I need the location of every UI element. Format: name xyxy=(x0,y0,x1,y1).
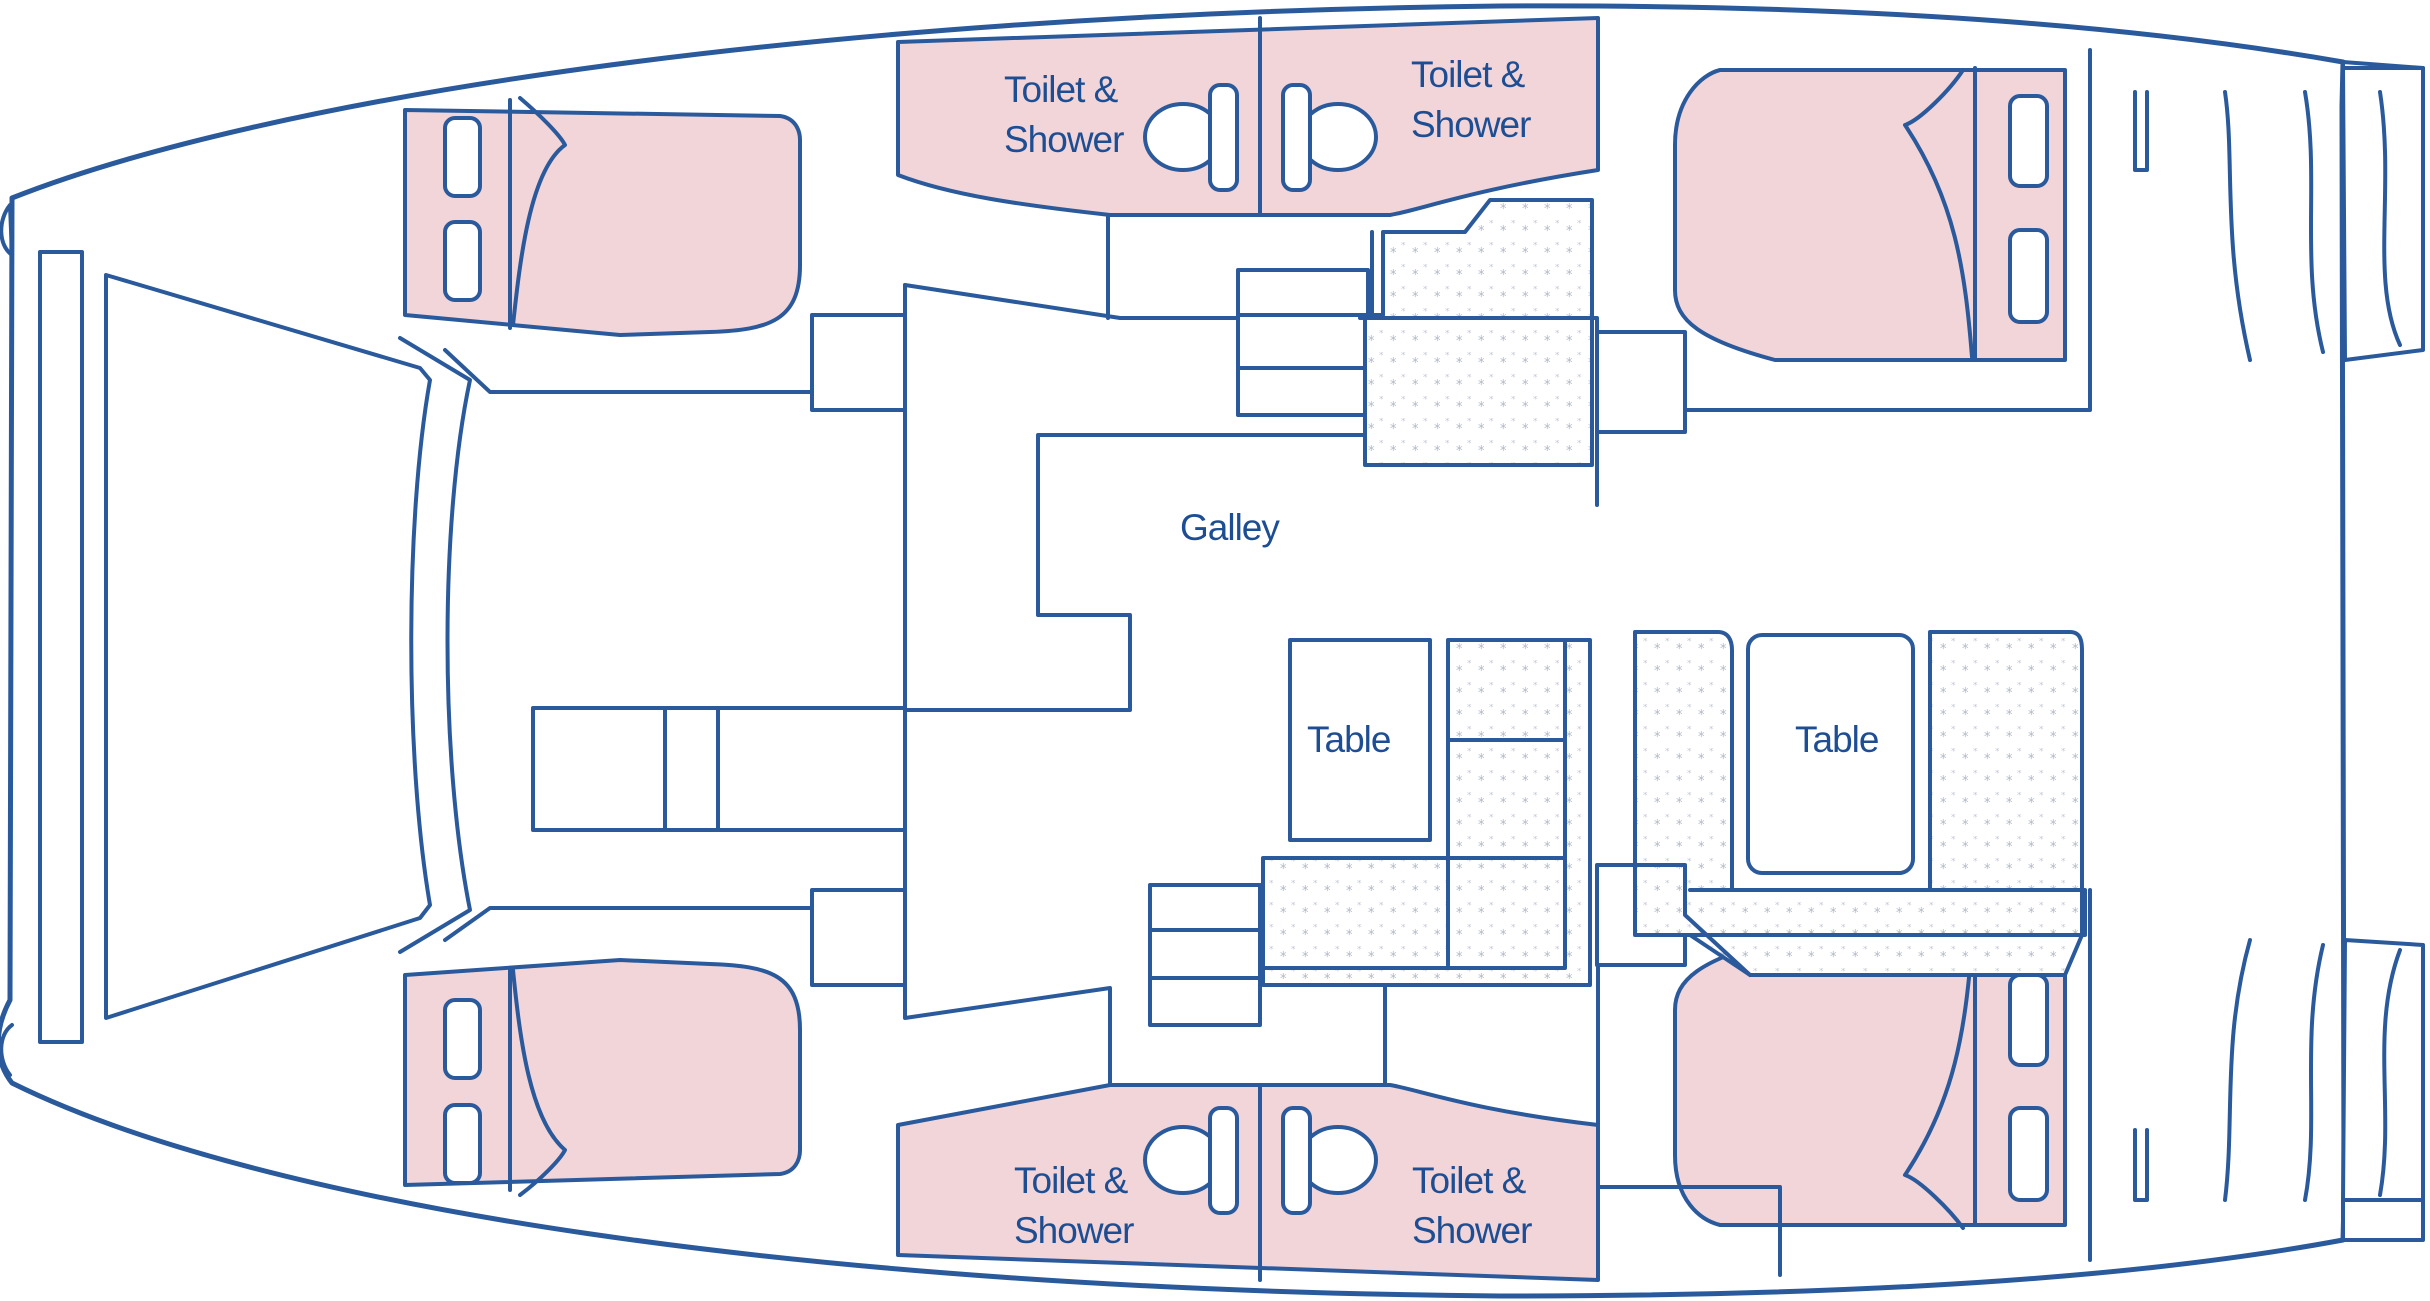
saloon-wall-forward xyxy=(903,283,1397,712)
pillow-icon xyxy=(2008,94,2049,188)
pillow-icon xyxy=(443,116,482,198)
label-head-top-right: Toilet & Shower xyxy=(1411,54,1532,145)
trampoline xyxy=(104,273,432,1020)
label-table-port: Table xyxy=(1307,719,1390,760)
cabin-forward-starboard xyxy=(403,96,802,337)
port-walkway xyxy=(443,906,817,942)
pillow-icon xyxy=(2008,973,2049,1067)
svg-text:Toilet &: Toilet & xyxy=(1014,1160,1129,1201)
galley-counter xyxy=(1358,198,1599,507)
cabin-forward-port xyxy=(403,958,802,1197)
dinette-table-port xyxy=(1288,638,1432,842)
companionway-starboard xyxy=(1236,268,1370,417)
svg-text:Shower: Shower xyxy=(1412,1210,1532,1251)
forward-bulkhead xyxy=(398,336,472,954)
forward-steps-starboard xyxy=(810,313,907,412)
starboard-walkway xyxy=(443,348,817,394)
svg-text:Shower: Shower xyxy=(1411,104,1531,145)
dinette-seating-port xyxy=(1261,638,1592,987)
stern-steps-bottom xyxy=(2133,938,2425,1242)
aft-port-bulkhead-lower xyxy=(1595,1185,1782,1277)
pillow-icon xyxy=(2008,1106,2049,1202)
aft-starboard-bulkhead xyxy=(1595,48,2092,412)
stern-steps-top xyxy=(2133,60,2425,362)
pillow-icon xyxy=(2008,228,2049,324)
pillow-icon xyxy=(443,1103,482,1185)
dinette-seating-starboard xyxy=(1596,630,2087,977)
svg-text:Toilet &: Toilet & xyxy=(1411,54,1526,95)
svg-text:Shower: Shower xyxy=(1004,119,1124,160)
saloon-table xyxy=(1746,633,1915,875)
companionway-port xyxy=(1148,883,1262,1027)
pillow-icon xyxy=(443,220,482,302)
label-head-bottom-left: Toilet & Shower xyxy=(1014,1160,1135,1251)
label-table-starboard: Table xyxy=(1795,719,1878,760)
forward-locker xyxy=(531,706,907,832)
label-head-top-left: Toilet & Shower xyxy=(1004,69,1125,160)
cabin-aft-starboard xyxy=(1673,66,2067,362)
forward-steps-port xyxy=(810,888,907,987)
bow-inner-contour-bottom xyxy=(0,1023,14,1077)
saloon-cross-wall xyxy=(1383,933,1600,1189)
pillow-icon xyxy=(443,998,482,1080)
head-top xyxy=(896,16,1600,217)
svg-text:Toilet &: Toilet & xyxy=(1004,69,1119,110)
head-bottom xyxy=(896,1083,1600,1282)
saloon-wall-starboard xyxy=(903,213,1242,320)
label-head-bottom-right: Toilet & Shower xyxy=(1412,1160,1533,1251)
bow-inner-contour xyxy=(0,203,14,257)
anchor-locker xyxy=(38,250,84,1044)
locker-starboard xyxy=(1595,330,1687,434)
label-galley: Galley xyxy=(1180,507,1280,548)
svg-text:Toilet &: Toilet & xyxy=(1412,1160,1527,1201)
cabin-aft-port xyxy=(1673,938,2067,1230)
svg-text:Shower: Shower xyxy=(1014,1210,1134,1251)
